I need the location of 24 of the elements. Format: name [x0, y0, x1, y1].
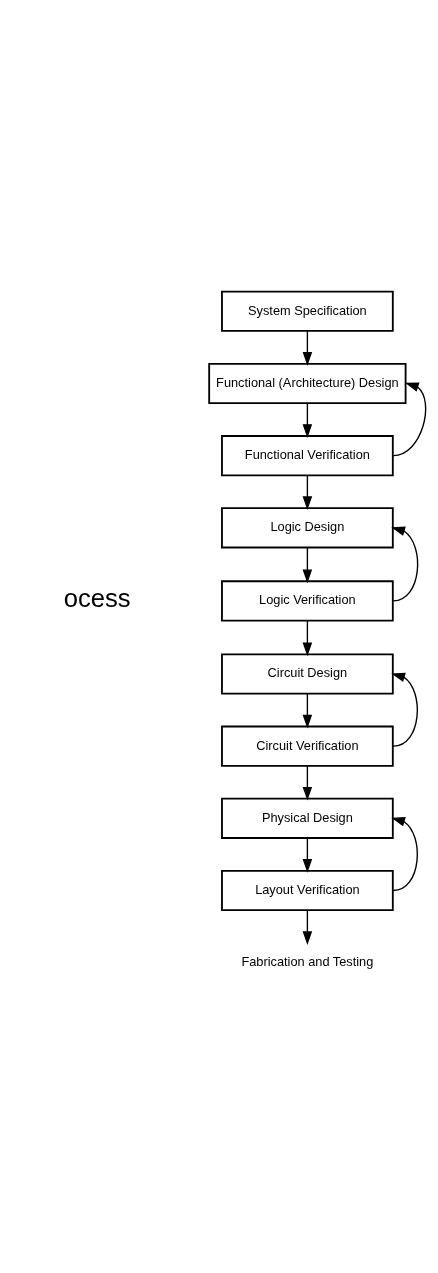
node-text: Fabrication and Testing — [241, 953, 374, 969]
arrow — [391, 672, 418, 747]
arrow — [302, 764, 313, 801]
arrow — [302, 619, 313, 656]
arrow — [391, 816, 418, 891]
arrow — [302, 546, 313, 583]
node-box: Functional (Architecture) Design — [208, 362, 407, 404]
node-box: Layout Verification — [221, 869, 394, 911]
node-box: System Specification — [221, 290, 394, 332]
node-box: Functional Verification — [221, 434, 394, 476]
node-box: Logic Verification — [221, 579, 394, 621]
arrow — [392, 382, 427, 456]
arrow — [391, 526, 419, 602]
arrow — [302, 909, 313, 945]
node-box: Circuit Design — [221, 652, 394, 695]
label: ocess — [63, 583, 131, 612]
arrow — [302, 474, 313, 510]
node-box: Physical Design — [221, 797, 394, 839]
arrow — [302, 402, 313, 438]
arrow — [302, 329, 313, 366]
arrow — [302, 836, 313, 873]
node-box: Logic Design — [221, 506, 394, 548]
arrow — [302, 692, 313, 728]
node-box: Circuit Verification — [221, 725, 394, 767]
